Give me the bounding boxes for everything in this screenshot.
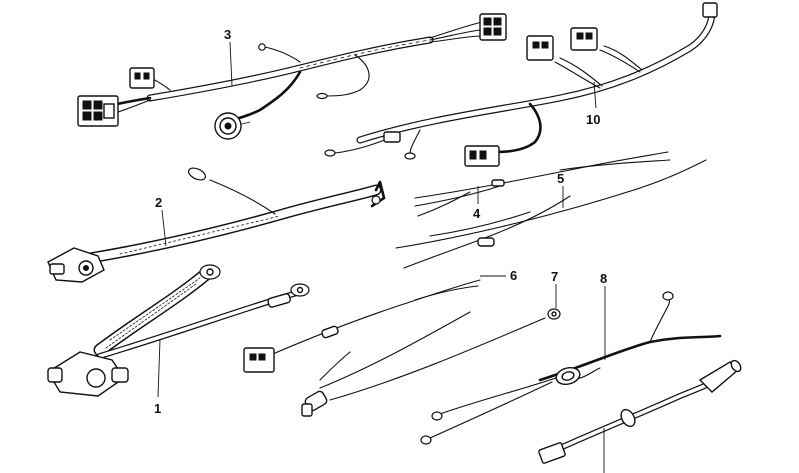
connector-part-10-lower <box>464 145 500 167</box>
callout-label-3: 3 <box>224 27 231 42</box>
callout-1: 1 <box>154 339 161 416</box>
callout-6: 6 <box>480 268 517 283</box>
battery-clamp-part-2 <box>47 247 105 283</box>
ground-strap-part-1 <box>47 264 310 397</box>
connector-part-3-top-right <box>479 13 507 41</box>
angled-plug-part-6 <box>301 390 328 417</box>
callout-3: 3 <box>224 27 233 87</box>
callout-label-7: 7 <box>551 269 558 284</box>
callout-4: 4 <box>473 186 481 221</box>
callout-label-10: 10 <box>586 112 600 127</box>
battery-cable-part-2 <box>47 167 386 283</box>
callout-label-4: 4 <box>473 206 481 221</box>
callout-label-5: 5 <box>557 171 564 186</box>
callout-label-8: 8 <box>600 271 607 286</box>
grommet-part-8 <box>555 366 581 386</box>
callout-2: 2 <box>155 195 167 247</box>
lead-with-boot <box>538 359 742 464</box>
connector-part-3-large <box>77 95 119 127</box>
connector-part-3-small <box>129 67 155 89</box>
ring-terminal-icon <box>258 43 266 51</box>
battery-clamp-part-1 <box>47 351 129 397</box>
round-socket-part-3 <box>214 112 251 140</box>
connector-part-10-right <box>570 27 598 51</box>
callout-7: 7 <box>551 269 558 308</box>
callout-label-1: 1 <box>154 401 161 416</box>
callout-label-2: 2 <box>155 195 162 210</box>
end-plug-part-10 <box>702 2 718 18</box>
callout-8: 8 <box>600 271 607 360</box>
lead-part-6 <box>243 279 481 417</box>
callout-10: 10 <box>586 81 600 127</box>
lead-part-4 <box>414 151 671 217</box>
callout-5: 5 <box>557 171 564 208</box>
lead-part-5 <box>395 159 707 269</box>
callout-label-6: 6 <box>510 268 517 283</box>
harness-part-3 <box>77 13 507 140</box>
connector-part-10-left <box>526 35 554 61</box>
lead-part-7 <box>329 308 561 401</box>
harness-part-10 <box>324 2 718 167</box>
lead-part-8 <box>420 291 722 445</box>
connector-part-6 <box>243 347 275 373</box>
